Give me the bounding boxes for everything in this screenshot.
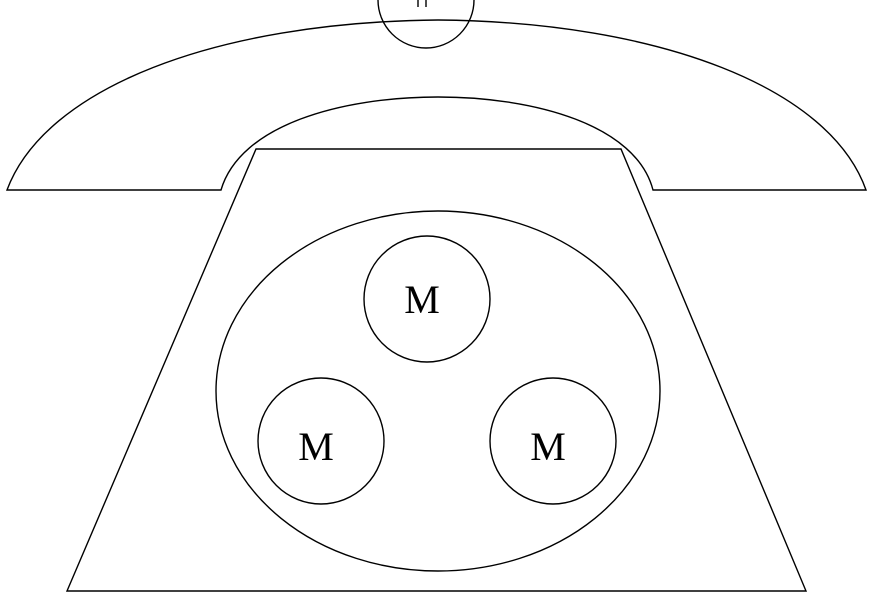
dial-button-top-label: M [404, 277, 440, 322]
handset-hook-icon [378, 0, 474, 48]
dial-button-left-label: M [298, 424, 334, 469]
telephone-base [67, 149, 806, 591]
dial-button-right-label: M [530, 424, 566, 469]
